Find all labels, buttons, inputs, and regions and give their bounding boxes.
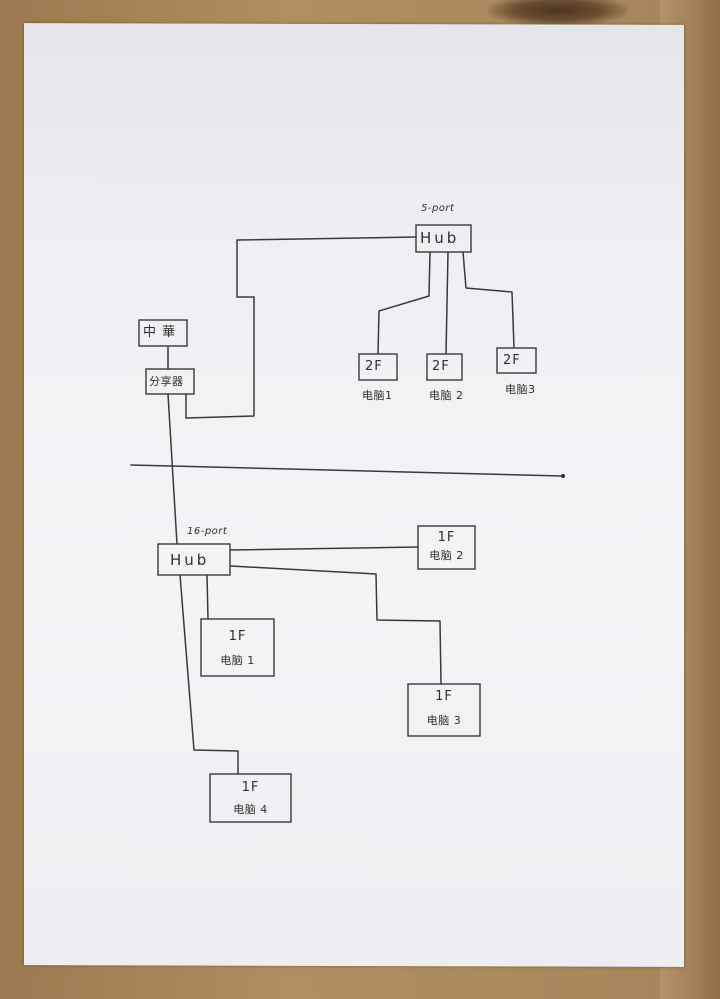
floor-divider-line bbox=[130, 464, 563, 477]
link-hub-top-2f-3 bbox=[462, 251, 515, 349]
floor1-box-4 bbox=[209, 773, 292, 823]
floor1-box-2-floor: 1F bbox=[437, 530, 456, 545]
floor2-box-3-label: 2F bbox=[503, 353, 521, 368]
floor2-box-2-label: 2F bbox=[432, 359, 450, 374]
floor2-box-1-label: 2F bbox=[365, 359, 383, 374]
floor1-box-3-floor: 1F bbox=[435, 689, 453, 704]
floor2-caption-3: 电脑3 bbox=[505, 383, 536, 396]
floor1-box-2-name: 电脑 2 bbox=[429, 549, 464, 562]
link-hub-bottom-1f-2 bbox=[229, 546, 419, 551]
floor2-box-3 bbox=[496, 347, 537, 374]
floor1-box-1-floor: 1F bbox=[228, 629, 247, 644]
splitter-label: 分享器 bbox=[149, 375, 184, 388]
hub-bottom-box bbox=[157, 543, 231, 576]
floor1-box-1 bbox=[200, 618, 275, 677]
hub-top-port-label: 5-port bbox=[421, 203, 455, 214]
link-hub-top-2f-2 bbox=[445, 251, 449, 355]
floor1-box-3 bbox=[407, 683, 481, 737]
wood-knot bbox=[488, 0, 628, 26]
link-hub-top-2f-1 bbox=[377, 251, 431, 355]
splitter-box bbox=[145, 368, 195, 395]
link-hub-bottom-1f-4 bbox=[179, 574, 239, 775]
hub-bottom-label: Hub bbox=[170, 551, 210, 569]
floor2-caption-1: 电脑1 bbox=[362, 389, 393, 402]
modem-label: 中 華 bbox=[143, 325, 177, 340]
floor2-caption-2: 电脑 2 bbox=[429, 389, 464, 402]
link-splitter-hub-top bbox=[185, 236, 417, 419]
hub-top-label: Hub bbox=[420, 229, 460, 247]
link-hub-bottom-1f-3 bbox=[230, 565, 442, 685]
hub-bottom-port-label: 16-port bbox=[187, 526, 228, 537]
floor1-box-4-floor: 1F bbox=[241, 780, 260, 795]
floor1-box-3-name: 电脑 3 bbox=[426, 714, 462, 727]
floor1-box-1-name: 电脑 1 bbox=[220, 654, 255, 667]
floor-divider-arrowhead bbox=[561, 474, 565, 478]
modem-box bbox=[138, 319, 188, 347]
hub-top-box bbox=[415, 224, 472, 253]
floor1-box-4-name: 电脑 4 bbox=[233, 803, 268, 816]
floor2-box-2 bbox=[426, 353, 463, 381]
link-hub-bottom-1f-1 bbox=[206, 574, 209, 620]
link-splitter-hub-bottom bbox=[167, 393, 178, 545]
